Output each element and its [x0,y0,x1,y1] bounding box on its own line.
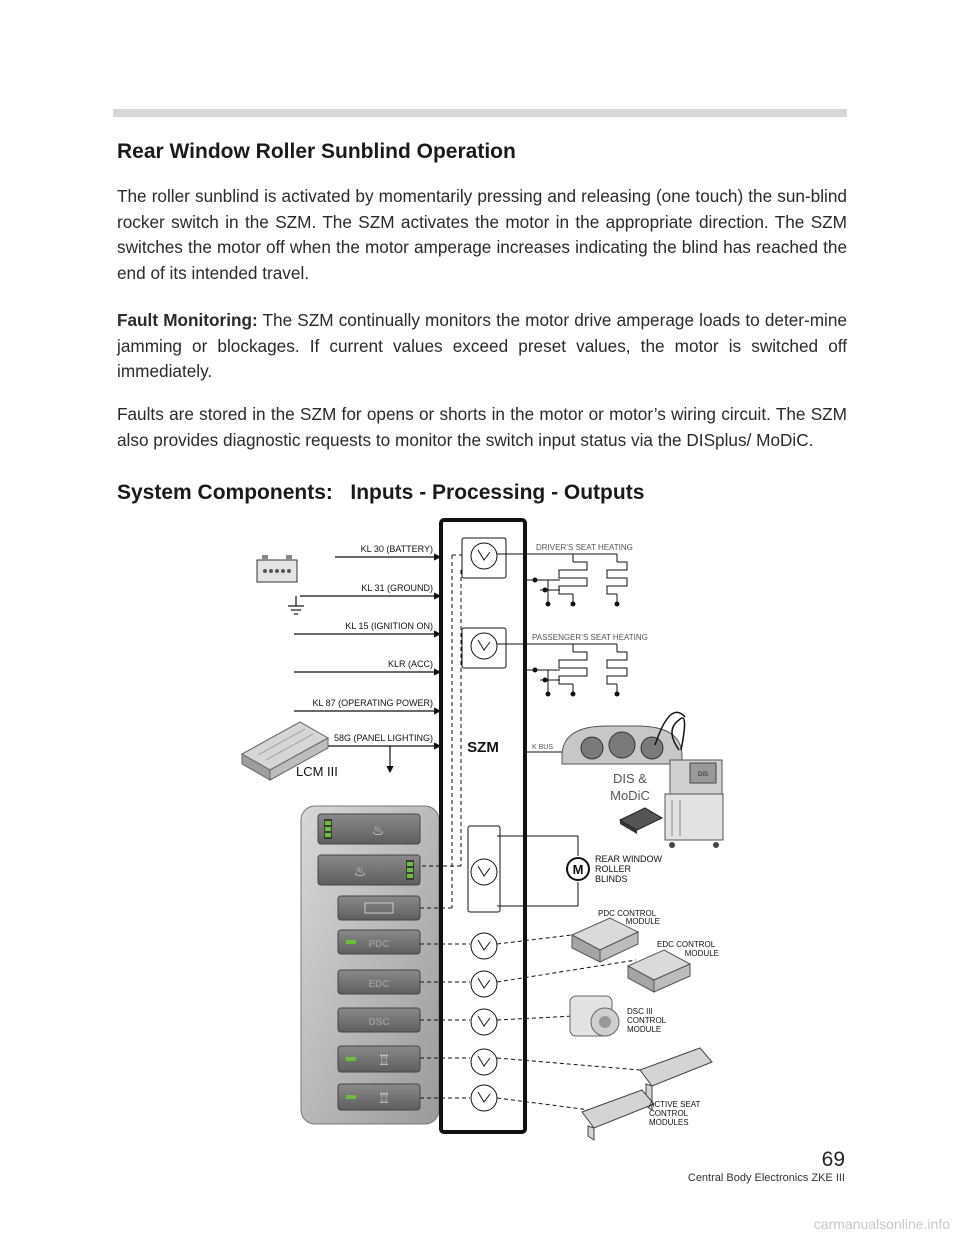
dsc-label-2: CONTROL [627,1016,667,1025]
roller-label-2: ROLLER [595,864,632,874]
edc-label-2: MODULE [685,949,719,958]
dsc-label-1: DSC III [627,1007,653,1016]
input-label: KL 30 (BATTERY) [361,544,433,554]
input-label: KLR (ACC) [388,659,433,669]
fault-monitoring-text: The SZM continually monitors the motor d… [117,310,847,381]
components-heading: System Components: Inputs - Processing -… [117,481,645,504]
kbus-label: K BUS [532,744,553,751]
page-footer: Central Body Electronics ZKE III [687,1172,845,1184]
edc-button-label: EDC [368,979,389,990]
pdc-button-label: PDC [368,939,389,950]
switch-panel [300,805,440,1125]
pdc-module-icon [570,917,640,963]
edc-module-icon [626,949,692,993]
seat-heat-icon: ♨ [372,822,385,838]
szm-label: SZM [467,739,499,756]
input-label: KL 31 (GROUND) [361,583,433,593]
paragraph-fault-monitoring: Fault Monitoring: The SZM continually mo… [117,308,847,385]
modic-label: MoDiC [610,788,650,803]
dis-tester-icon: DIS [664,759,724,848]
seat-label-3: MODULES [649,1118,689,1127]
lcm-module-icon [240,721,330,781]
lcm-label: LCM III [296,764,338,779]
switch-buttons: ♨ ♨ PDC EDC DSC ♖ ♖ [317,813,421,1111]
input-label: 58G (PANEL LIGHTING) [334,733,433,743]
roller-label-1: REAR WINDOW [595,854,663,864]
seat-heat-icon: ♨ [354,863,367,879]
active-seat-icon: ♖ [378,1052,391,1068]
edc-label-1: EDC CONTROL [657,940,716,949]
modic-device-icon [618,807,664,834]
paragraph-operation: The roller sunblind is activated by mome… [117,186,847,283]
driver-seat-heating-label: DRIVER’S SEAT HEATING [536,543,633,552]
top-rule [113,109,847,117]
input-label: KL 15 (IGNITION ON) [345,621,433,631]
dsc-module-icon [569,995,620,1037]
paragraph-faults-stored: Faults are stored in the SZM for opens o… [117,404,847,450]
sunblind-icon [364,902,394,914]
seat-label-1: ACTIVE SEAT [649,1100,701,1109]
passenger-seat-heating-label: PASSENGER’S SEAT HEATING [532,633,648,642]
fault-monitoring-label: Fault Monitoring: [117,310,258,330]
pdc-label-2: MODULE [626,917,660,926]
section-heading: Rear Window Roller Sunblind Operation [117,140,516,163]
active-seat-icon: ♖ [378,1090,391,1106]
input-label: KL 87 (OPERATING POWER) [312,698,433,708]
active-seat-module-icon [581,1047,713,1141]
watermark: carmanualsonline.info [813,1216,950,1232]
dis-label: DIS & [613,771,647,786]
motor-symbol: M [573,862,584,877]
page-number: 69 [821,1148,845,1171]
monitor-label: DIS [698,772,708,778]
instrument-cluster-icon [561,725,683,765]
dsc-button-label: DSC [368,1017,389,1028]
seat-label-2: CONTROL [649,1109,689,1118]
battery-icon [256,555,298,583]
pdc-label-1: PDC CONTROL [598,909,657,918]
dsc-label-3: MODULE [627,1025,661,1034]
roller-label-3: BLINDS [595,874,628,884]
